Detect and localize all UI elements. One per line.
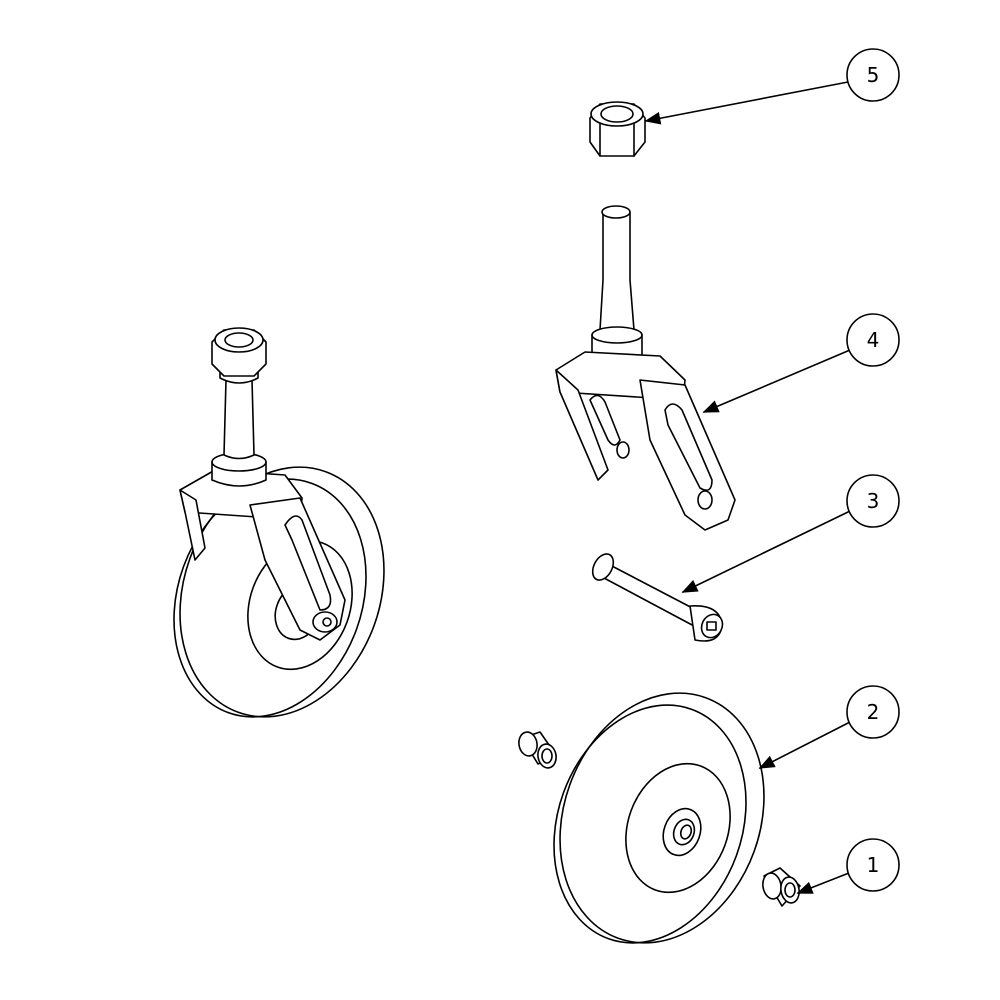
balloon-label: 2 <box>867 700 880 724</box>
balloon-label: 4 <box>867 328 880 352</box>
part-spacer-right <box>762 867 801 907</box>
leader-line-1 <box>796 872 850 894</box>
part-wheel <box>553 692 765 944</box>
balloon-2: 2 <box>846 685 900 739</box>
balloon-1: 1 <box>846 838 900 892</box>
assembled-caster <box>173 327 385 718</box>
part-axle-bolt <box>591 553 724 642</box>
balloon-label: 3 <box>867 489 880 513</box>
balloon-3: 3 <box>846 474 900 528</box>
leader-line-2 <box>758 721 851 769</box>
balloon-label: 5 <box>867 63 880 87</box>
balloon-label: 1 <box>867 853 880 877</box>
balloon-4: 4 <box>846 313 900 367</box>
assembled-nut <box>211 327 267 377</box>
part-spacer-left <box>518 731 557 769</box>
leader-line-3 <box>681 511 849 593</box>
leader-line-5 <box>644 81 849 125</box>
balloon-5: 5 <box>846 48 900 102</box>
part-nut <box>589 101 646 157</box>
assembled-stem <box>211 364 267 487</box>
leader-line-4 <box>702 349 851 413</box>
assembled-fork <box>179 469 346 641</box>
part-fork <box>555 205 736 531</box>
